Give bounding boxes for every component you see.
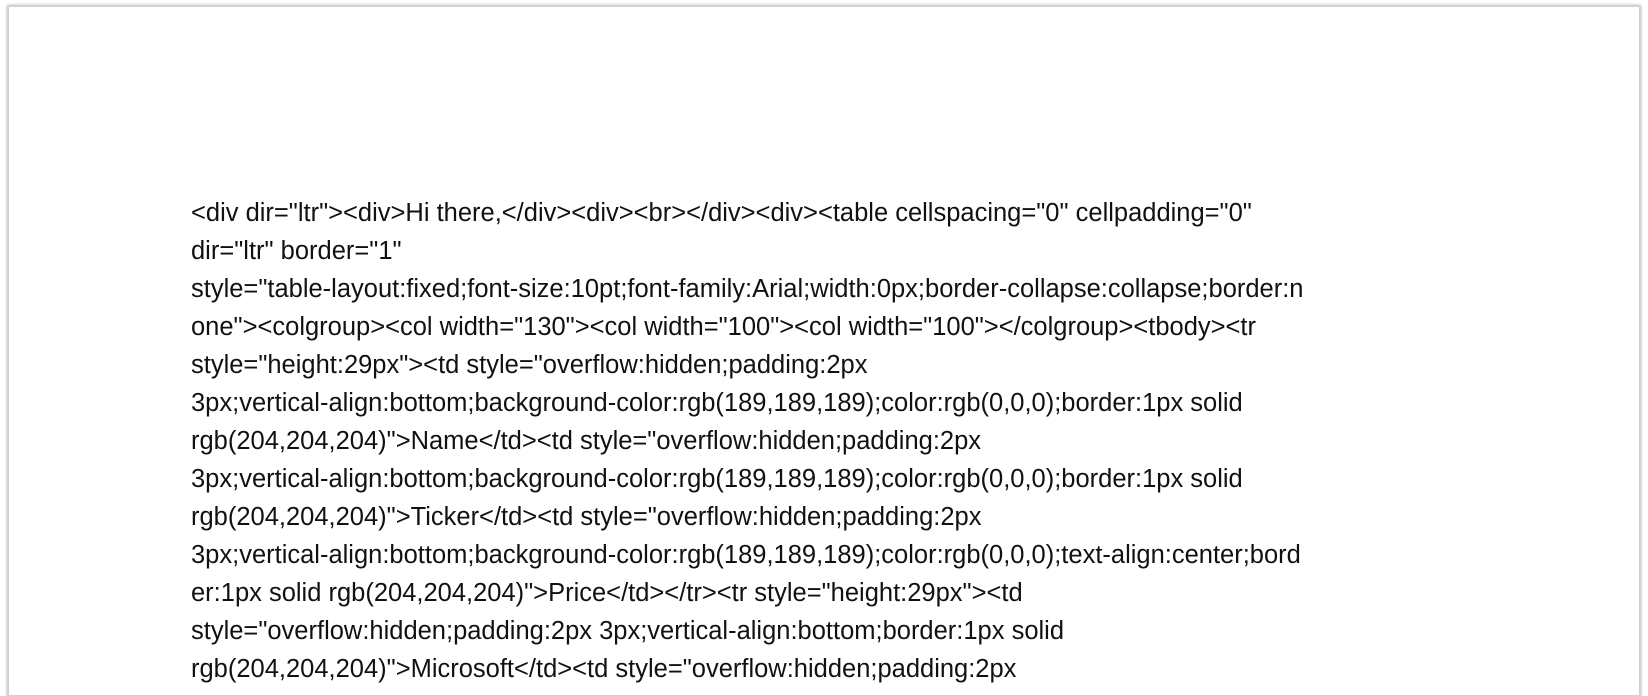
text-line: <div dir="ltr"><div>Hi there,</div><div>… (191, 199, 1252, 227)
text-line: 3px;vertical-align:bottom;background-col… (191, 389, 1243, 417)
window-left-margin (0, 0, 8, 682)
text-line: rgb(204,204,204)">Ticker</td><td style="… (191, 503, 982, 531)
text-line: rgb(204,204,204)">Microsoft</td><td styl… (191, 655, 1017, 683)
text-line: one"><colgroup><col width="130"><col wid… (191, 313, 1257, 341)
text-line: dir="ltr" border="1" (191, 237, 402, 265)
window-top-margin (0, 0, 1648, 6)
document-body-text[interactable]: <div dir="ltr"><div>Hi there,</div><div>… (191, 194, 1451, 688)
text-line: er:1px solid rgb(204,204,204)">Price</td… (191, 579, 1023, 607)
text-line: 3px;vertical-align:bottom;background-col… (191, 541, 1301, 569)
text-line: 3px;vertical-align:bottom;background-col… (191, 465, 1243, 493)
document-page (8, 6, 1640, 696)
text-line: style="table-layout:fixed;font-size:10pt… (191, 275, 1304, 303)
text-line: style="height:29px"><td style="overflow:… (191, 351, 868, 379)
text-line: style="overflow:hidden;padding:2px 3px;v… (191, 617, 1065, 645)
text-line: rgb(204,204,204)">Name</td><td style="ov… (191, 427, 982, 455)
